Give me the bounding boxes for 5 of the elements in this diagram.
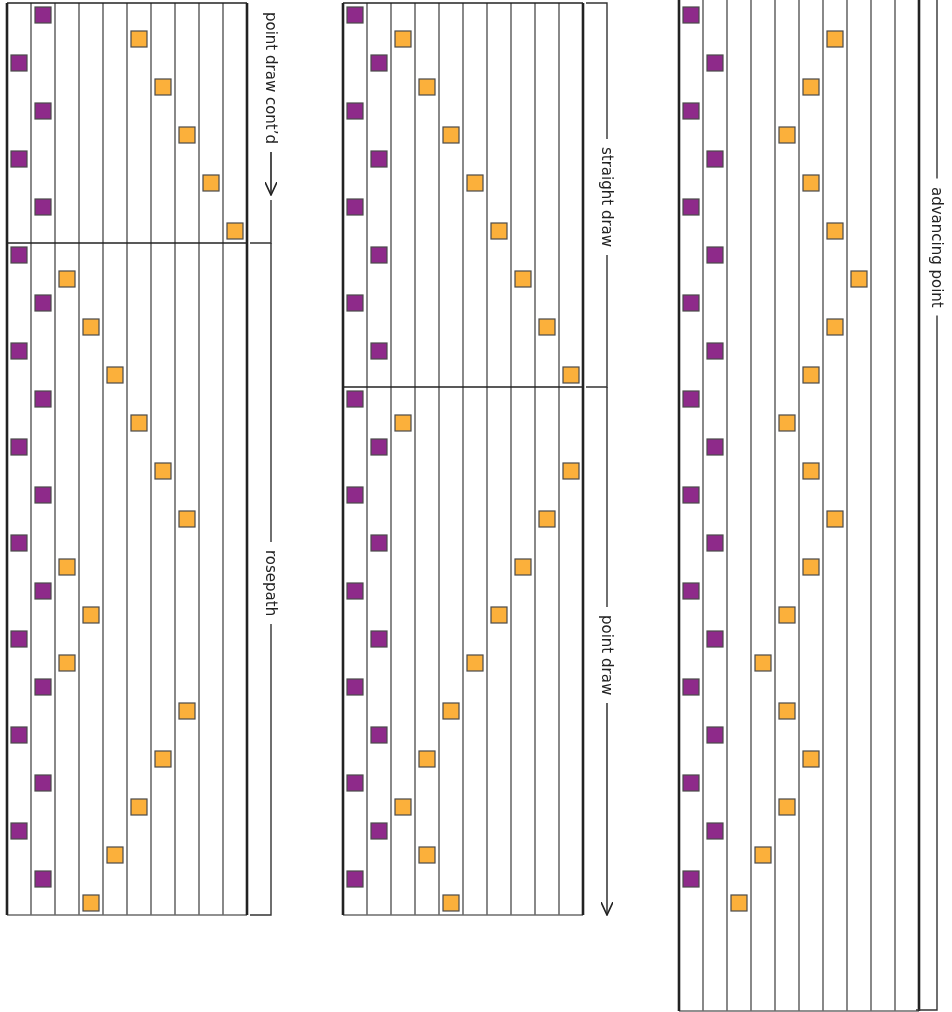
section-label: rosepath [263,550,279,617]
section-label: point draw cont’d [263,12,279,145]
section-label: advancing point [929,186,945,308]
section-label: straight draw [599,147,615,248]
section-label: point draw [599,615,615,696]
